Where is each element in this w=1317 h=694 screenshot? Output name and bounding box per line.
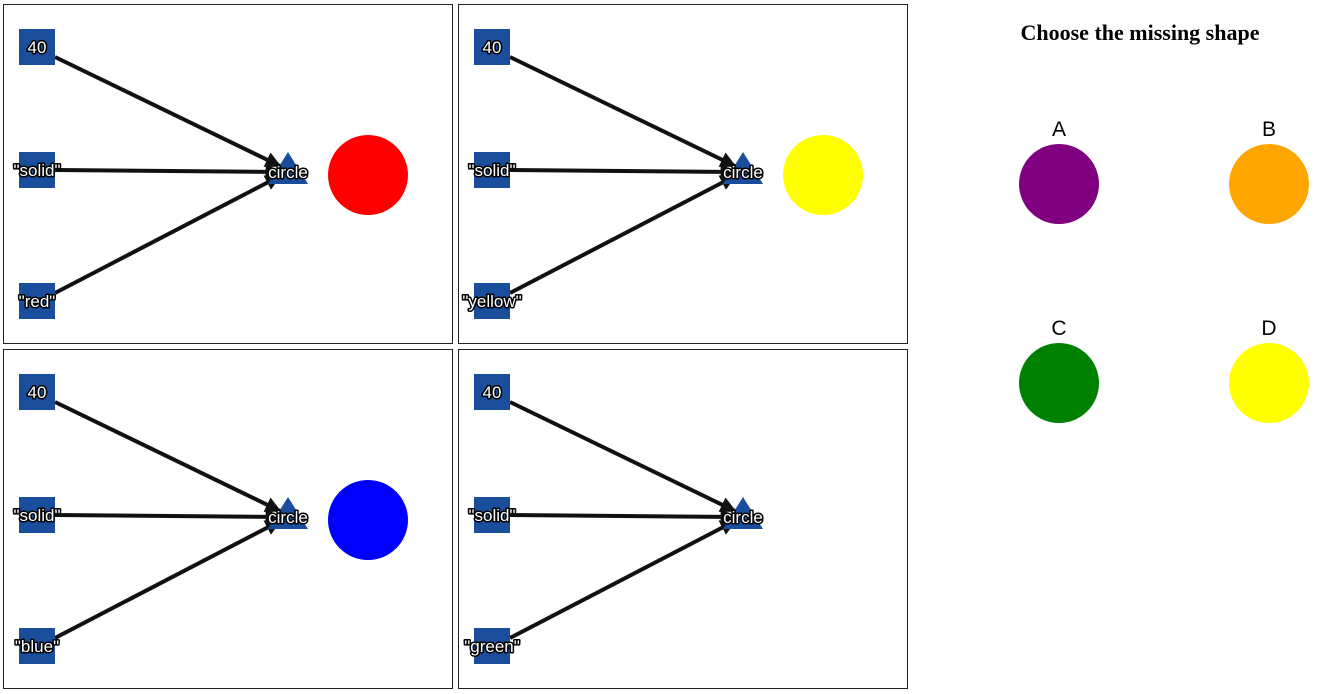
edge-arrow [509, 400, 737, 513]
diagram-svg: 40 "solid" "yellow" circle [461, 29, 863, 319]
diagram-svg: 40 "solid" "blue" circle [12, 374, 408, 664]
input-node-fill-label: "solid" [13, 161, 60, 180]
edge-arrow [509, 508, 737, 525]
choice-b-circle[interactable] [1229, 144, 1309, 224]
example-panel-3: 40 "solid" "blue" circle [3, 349, 453, 689]
output-node-label: circle [723, 508, 763, 527]
input-node-size [19, 374, 55, 410]
edge-arrow [509, 55, 737, 168]
output-node-shape [723, 497, 763, 529]
edge-arrow [54, 519, 282, 640]
choice-b-letter: B [1261, 118, 1276, 141]
edge-arrow [509, 174, 737, 295]
result-circle [328, 135, 408, 215]
edge-arrow [509, 163, 737, 180]
input-node-size [19, 29, 55, 65]
output-node-shape [268, 152, 308, 184]
input-node-color [19, 283, 55, 319]
diagram-svg: 40 "solid" "green" circle [463, 374, 764, 664]
input-node-size-label: 40 [28, 383, 47, 402]
example-panel-2: 40 "solid" "yellow" circle [458, 4, 908, 344]
input-node-color [19, 628, 55, 664]
input-node-fill [19, 152, 55, 188]
edge-arrow [54, 174, 282, 295]
input-node-color-label: "green" [464, 637, 520, 656]
edge-arrow [54, 163, 282, 180]
input-node-size-label: 40 [483, 38, 502, 57]
result-circle [328, 480, 408, 560]
edge-arrow [509, 519, 737, 640]
choice-a[interactable]: A [1009, 118, 1109, 228]
output-node-label: circle [268, 508, 308, 527]
choice-b[interactable]: B [1219, 118, 1317, 228]
input-node-fill [474, 152, 510, 188]
input-node-size-label: 40 [483, 383, 502, 402]
choice-d[interactable]: D [1219, 317, 1317, 427]
example-panel-1: 40 "solid" "red" circle [3, 4, 453, 344]
output-node-shape [268, 497, 308, 529]
output-node-label: circle [723, 163, 763, 182]
edge-arrow [54, 55, 282, 168]
choice-c-letter: C [1051, 317, 1067, 340]
input-node-fill-label: "solid" [468, 161, 515, 180]
input-node-fill-label: "solid" [468, 506, 515, 525]
input-node-size-label: 40 [28, 38, 47, 57]
choice-a-letter: A [1051, 118, 1066, 141]
edge-arrow [54, 400, 282, 513]
input-node-color [474, 628, 510, 664]
result-circle [783, 135, 863, 215]
prompt-title: Choose the missing shape [1020, 20, 1260, 45]
input-node-color-label: "yellow" [462, 292, 521, 311]
output-node-shape [723, 152, 763, 184]
choice-d-letter: D [1261, 317, 1277, 340]
input-node-size [474, 29, 510, 65]
input-node-size [474, 374, 510, 410]
input-node-fill [19, 497, 55, 533]
choice-a-circle[interactable] [1019, 144, 1099, 224]
input-node-fill [474, 497, 510, 533]
edge-arrow [54, 508, 282, 525]
input-node-color-label: "red" [19, 292, 56, 311]
input-node-color-label: "blue" [15, 637, 59, 656]
diagram-svg: 40 "solid" "red" circle [12, 29, 408, 319]
choice-d-circle[interactable] [1229, 343, 1309, 423]
question-panel: 40 "solid" "green" circle [458, 349, 908, 689]
choice-c-circle[interactable] [1019, 343, 1099, 423]
choice-c[interactable]: C [1009, 317, 1109, 427]
input-node-fill-label: "solid" [13, 506, 60, 525]
input-node-color [474, 283, 510, 319]
output-node-label: circle [268, 163, 308, 182]
